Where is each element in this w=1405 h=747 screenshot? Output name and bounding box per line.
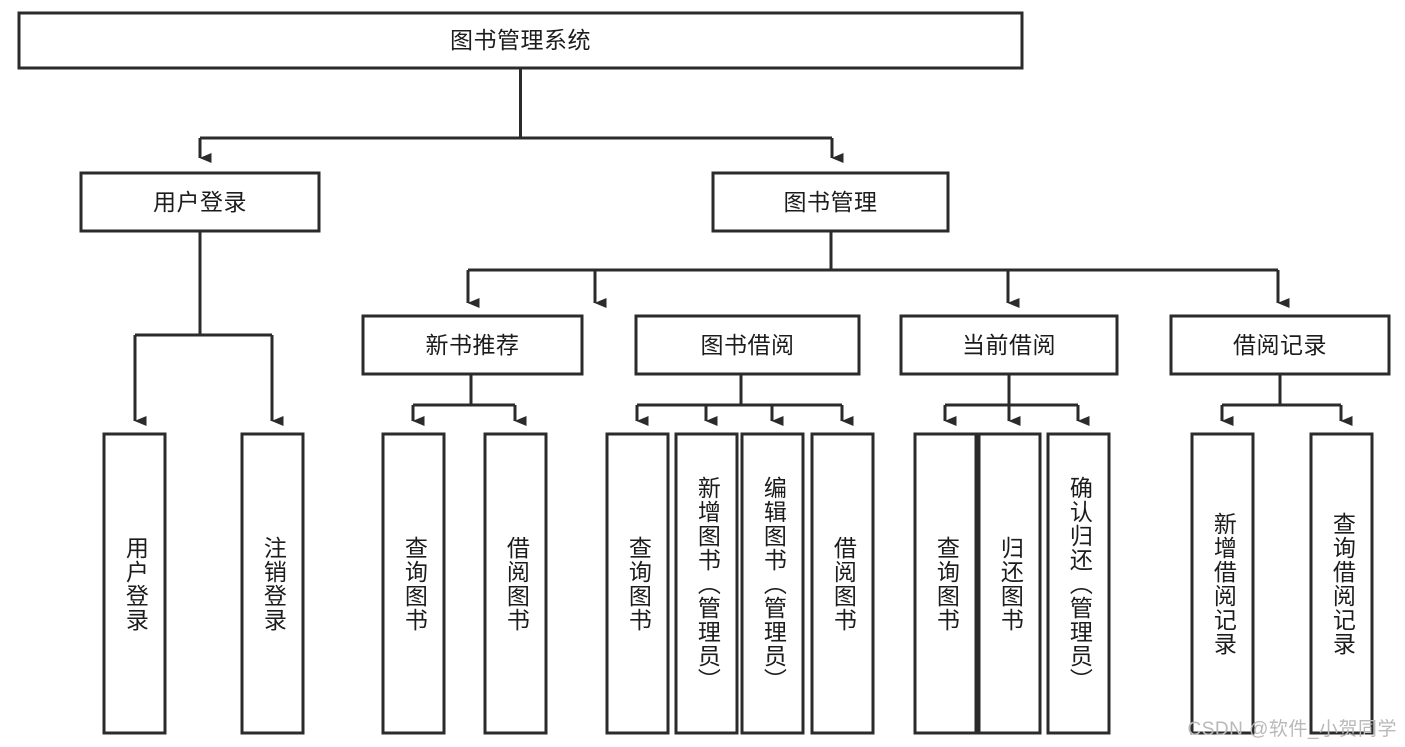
node-box-leaf-query-book-a[interactable] <box>381 432 446 735</box>
node-box-leaf-return-book[interactable] <box>977 432 1042 735</box>
node-box-leaf-edit-book-admin[interactable] <box>740 432 805 735</box>
node-box-leaf-query-book-c[interactable] <box>913 432 978 735</box>
node-box-leaf-query-borrow-record[interactable] <box>1309 432 1374 735</box>
connector-current-borrow-bus <box>945 374 1078 407</box>
node-box-leaf-logout[interactable] <box>240 432 305 735</box>
node-box-leaf-borrow-book-b[interactable] <box>810 432 875 735</box>
connector-new-book-bus <box>413 374 515 407</box>
node-box-book-borrow[interactable] <box>634 314 861 376</box>
connector-borrow-record-bus <box>1222 374 1341 407</box>
connector-user-login-bus <box>135 231 272 337</box>
node-box-user-login[interactable] <box>79 171 321 233</box>
node-box-leaf-query-book-b[interactable] <box>605 432 670 735</box>
csdn-watermark: CSDN @软件_小贺同学 <box>1187 719 1397 740</box>
connector-book-mgmt-bus <box>468 231 1278 272</box>
node-box-root[interactable] <box>17 11 1024 70</box>
connector-book-borrow-bus <box>637 374 842 407</box>
node-box-leaf-user-login[interactable] <box>102 432 167 735</box>
node-box-leaf-add-book-admin[interactable] <box>674 432 739 735</box>
node-box-leaf-borrow-book-a[interactable] <box>483 432 548 735</box>
connector-root-bus <box>200 68 832 140</box>
node-box-leaf-add-borrow-record[interactable] <box>1190 432 1255 735</box>
node-box-borrow-record[interactable] <box>1169 314 1391 376</box>
node-box-new-book-recommend[interactable] <box>361 314 584 376</box>
node-box-leaf-confirm-return-admin[interactable] <box>1046 432 1111 735</box>
node-box-current-borrow[interactable] <box>899 314 1119 376</box>
node-box-book-management[interactable] <box>711 171 950 233</box>
